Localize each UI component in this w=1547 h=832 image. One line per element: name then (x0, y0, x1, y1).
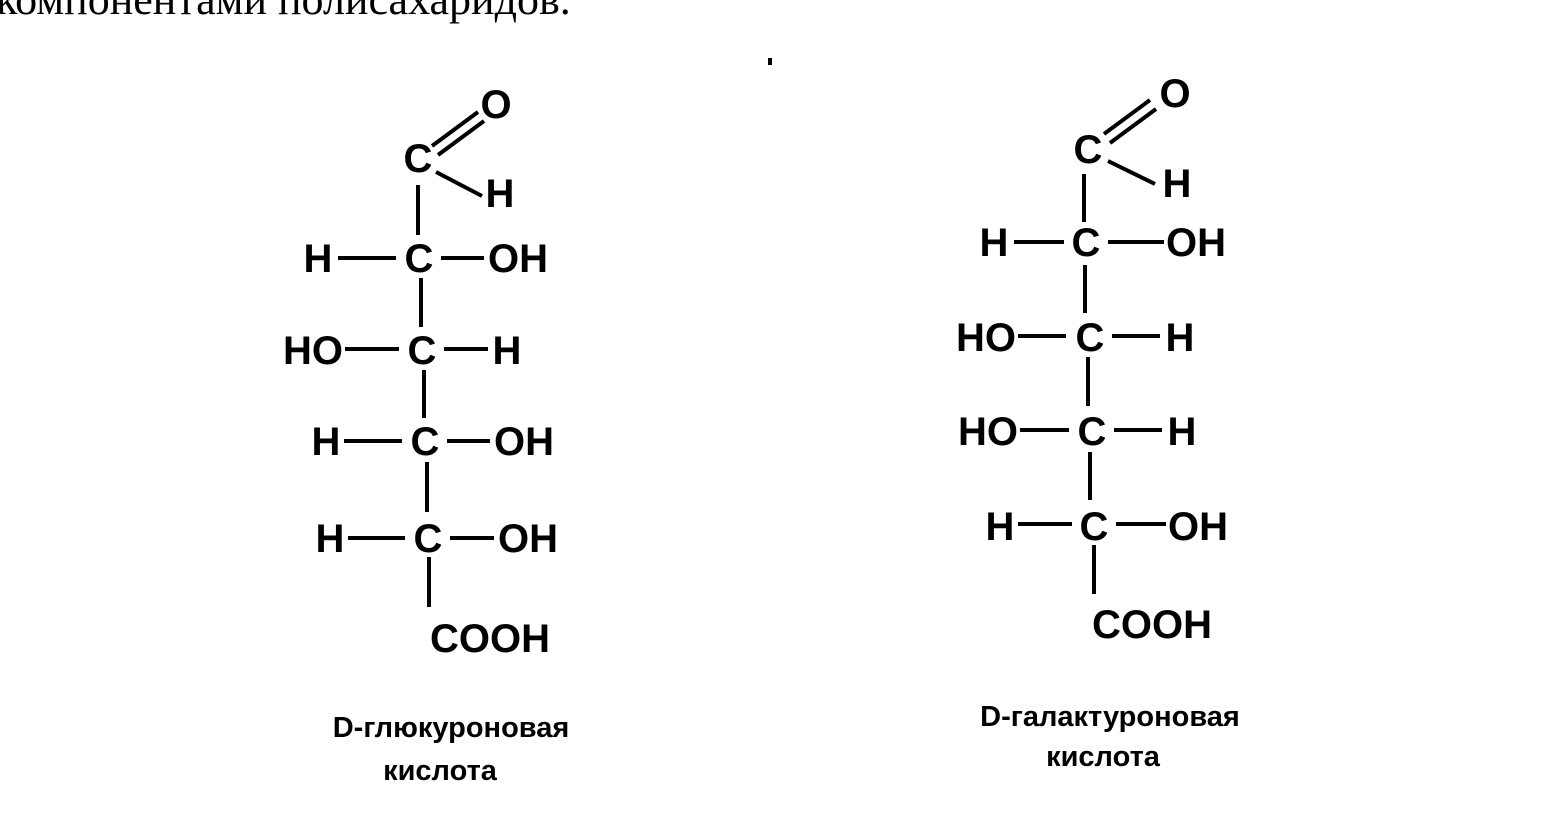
row4-carbon: C (414, 517, 443, 561)
carboxyl-group: COOH (430, 617, 550, 661)
row2-left-group: HO (283, 329, 343, 373)
speck-mark (768, 58, 772, 65)
caption-line-1: D-галактуроновая (980, 701, 1240, 733)
row1-left-atom: H (304, 237, 333, 281)
aldehyde-carbon: C (1074, 128, 1103, 172)
aldehyde-h-bond (1107, 159, 1156, 186)
double-bond-line-b (1108, 107, 1158, 145)
row4-right-group: OH (1168, 505, 1228, 549)
row3-carbon: C (411, 420, 440, 464)
bonds-glucuronic (338, 110, 494, 607)
row4-carbon: C (1080, 505, 1109, 549)
row1-left-atom: H (980, 221, 1009, 265)
row3-right-group: OH (494, 420, 554, 464)
row3-right-atom: H (1168, 410, 1197, 454)
row2-right-atom: H (493, 329, 522, 373)
carbonyl-oxygen: O (1159, 72, 1190, 116)
row3-carbon: C (1078, 410, 1107, 454)
row2-right-atom: H (1166, 316, 1195, 360)
row1-carbon: C (405, 237, 434, 281)
row3-left-atom: H (312, 420, 341, 464)
structure-d-galacturonic-acid: O C H H C OH HO C H HO C H H C OH COOH D… (956, 72, 1240, 773)
atoms-galacturonic: O C H H C OH HO C H HO C H H C OH COOH (956, 72, 1228, 647)
bonds-galacturonic (1014, 98, 1166, 594)
double-bond-line-a (1102, 98, 1152, 136)
row1-carbon: C (1072, 221, 1101, 265)
aldehyde-h-bond (435, 170, 483, 198)
row2-carbon: C (1076, 316, 1105, 360)
row2-left-group: HO (956, 316, 1016, 360)
carbonyl-oxygen: O (480, 83, 511, 127)
row4-left-atom: H (986, 505, 1015, 549)
row4-left-atom: H (316, 517, 345, 561)
row2-carbon: C (408, 329, 437, 373)
atoms-glucuronic: O C H H C OH HO C H H C OH H C OH COOH (283, 83, 558, 661)
double-bond-line-a (430, 110, 480, 148)
row3-left-group: HO (958, 410, 1018, 454)
caption-line-2: кислота (1046, 741, 1161, 773)
aldehyde-hydrogen: H (1163, 162, 1192, 206)
top-text-fragment: компонентами полисахаридов. (0, 0, 571, 24)
caption-line-2: кислота (383, 755, 498, 787)
row4-right-group: OH (498, 517, 558, 561)
row1-right-group: OH (1166, 221, 1226, 265)
caption-line-1: D-глюкуроновая (333, 712, 570, 744)
double-bond-line-b (436, 119, 486, 157)
carboxyl-group: COOH (1092, 603, 1212, 647)
row1-right-group: OH (488, 237, 548, 281)
aldehyde-hydrogen: H (486, 172, 515, 216)
structure-d-glucuronic-acid: O C H H C OH HO C H H C OH H C OH COOH D… (283, 83, 569, 787)
aldehyde-carbon: C (404, 137, 433, 181)
